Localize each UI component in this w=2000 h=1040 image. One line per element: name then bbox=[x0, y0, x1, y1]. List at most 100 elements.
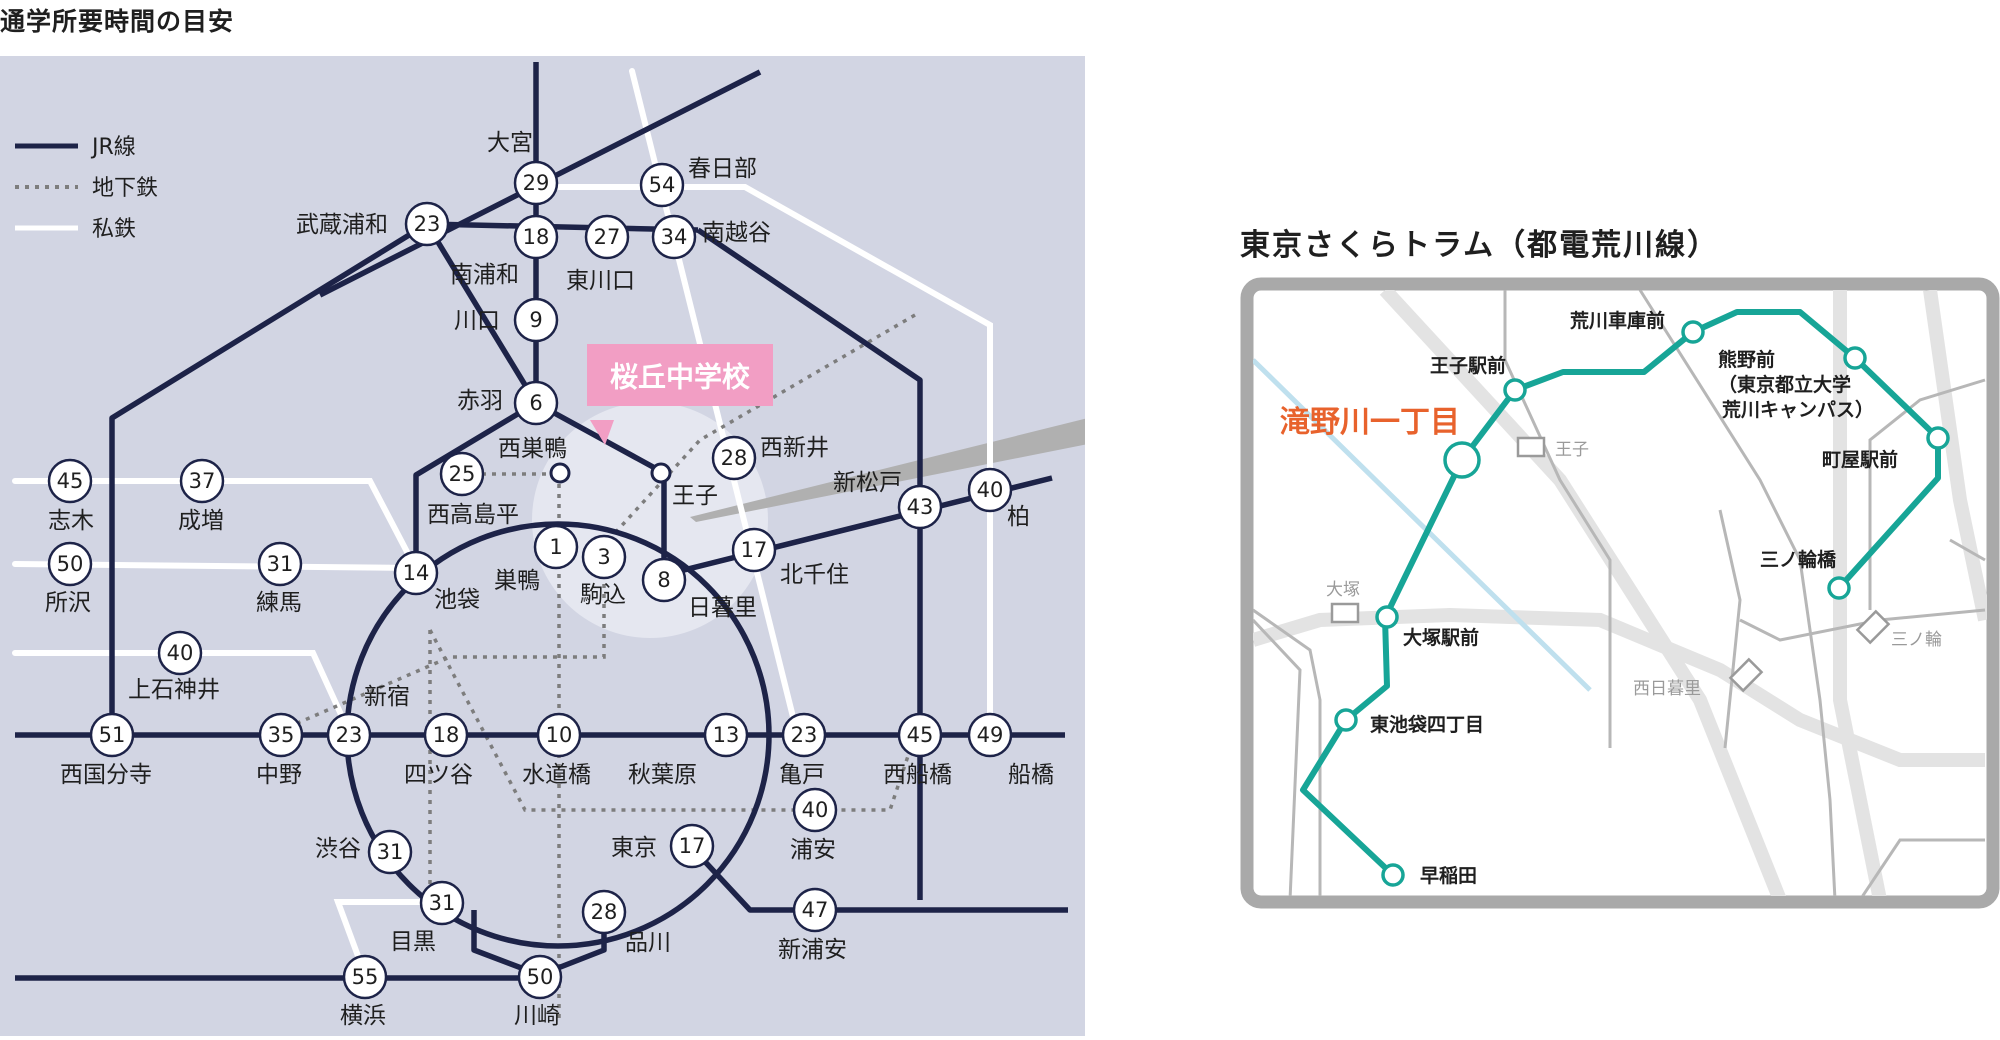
label-kashiwa: 柏 bbox=[1007, 504, 1030, 530]
school-callout-box bbox=[587, 344, 773, 406]
svg-text:45: 45 bbox=[57, 469, 84, 493]
ref-label-otsuka: 大塚 bbox=[1326, 580, 1360, 600]
label-akihabara: 秋葉原 bbox=[628, 762, 697, 788]
marker-omiya: 29 bbox=[513, 160, 559, 206]
school-label: 桜丘中学校 bbox=[610, 361, 751, 394]
svg-text:27: 27 bbox=[594, 225, 621, 249]
svg-text:51: 51 bbox=[99, 723, 126, 747]
marker-minamikoshigaya: 34 bbox=[651, 214, 697, 260]
svg-text:31: 31 bbox=[429, 891, 456, 915]
tram-label-arakawashakomae: 荒川車庫前 bbox=[1570, 309, 1665, 332]
label-shibuya: 渋谷 bbox=[315, 836, 361, 862]
svg-text:49: 49 bbox=[977, 723, 1004, 747]
label-suidobashi: 水道橋 bbox=[522, 762, 591, 788]
marker-tokyo: 17 bbox=[669, 823, 715, 869]
tram-label-kumanomae-1: 熊野前 bbox=[1718, 348, 1775, 371]
svg-text:50: 50 bbox=[527, 965, 554, 989]
svg-text:55: 55 bbox=[352, 965, 379, 989]
marker-narimasu: 37 bbox=[179, 458, 225, 504]
tram-label-higashiikebukuro: 東池袋四丁目 bbox=[1370, 713, 1484, 736]
svg-text:8: 8 bbox=[657, 568, 670, 592]
svg-text:6: 6 bbox=[529, 391, 542, 415]
marker-kawasaki: 50 bbox=[517, 954, 563, 1000]
stop-waseda bbox=[1381, 863, 1405, 887]
marker-nerima: 31 bbox=[257, 541, 303, 587]
marker-funabashi: 49 bbox=[967, 712, 1013, 758]
tozai-line bbox=[428, 629, 917, 812]
jr-keiyo-line bbox=[693, 850, 1068, 913]
label-musashiurawa: 武蔵浦和 bbox=[296, 212, 388, 238]
marker-kawaguchi: 9 bbox=[513, 297, 559, 343]
stop-takinogawa bbox=[1443, 441, 1481, 479]
label-shiki: 志木 bbox=[48, 508, 94, 534]
svg-text:18: 18 bbox=[523, 225, 550, 249]
tram-label-kumanomae-2: （東京都立大学 bbox=[1718, 373, 1851, 396]
label-urayasu: 浦安 bbox=[790, 837, 836, 863]
svg-text:28: 28 bbox=[591, 900, 618, 924]
stop-otsukaekimae bbox=[1375, 605, 1399, 629]
marker-shinmatsudo: 43 bbox=[897, 484, 943, 530]
svg-text:29: 29 bbox=[523, 171, 550, 195]
label-nishitakashimadaira: 西高島平 bbox=[427, 502, 519, 528]
svg-text:40: 40 bbox=[167, 641, 194, 665]
marker-kamishakujii: 40 bbox=[157, 630, 203, 676]
stop-kumanomae bbox=[1843, 346, 1867, 370]
svg-text:31: 31 bbox=[377, 840, 404, 864]
jr-musashino-west bbox=[109, 221, 429, 735]
marker-ikebukuro: 14 bbox=[393, 550, 439, 596]
ref-label-oji: 王子 bbox=[1555, 440, 1589, 460]
stop-minowabashi bbox=[1827, 576, 1851, 600]
label-nishiarai: 西新井 bbox=[760, 435, 829, 461]
oji-station-box bbox=[1516, 436, 1546, 458]
oji-point bbox=[650, 462, 672, 484]
label-nerima: 練馬 bbox=[256, 590, 302, 616]
svg-text:31: 31 bbox=[267, 552, 294, 576]
label-tokyo: 東京 bbox=[611, 835, 657, 861]
legend-jr-label: JR線 bbox=[90, 135, 136, 160]
svg-text:47: 47 bbox=[802, 898, 829, 922]
marker-shiki: 45 bbox=[47, 458, 93, 504]
tram-label-otsukaekimae: 大塚駅前 bbox=[1403, 626, 1479, 649]
svg-text:14: 14 bbox=[403, 561, 430, 585]
tram-label-machiyaekimae: 町屋駅前 bbox=[1822, 448, 1898, 471]
stop-ojiekimae bbox=[1503, 378, 1527, 402]
jr-akabane-line bbox=[413, 400, 538, 573]
page-title: 通学所要時間の目安 bbox=[0, 7, 235, 36]
svg-text:23: 23 bbox=[336, 723, 363, 747]
nishisugamo-point bbox=[549, 462, 571, 484]
tram-map-title: 東京さくらトラム（都電荒川線） bbox=[1240, 228, 1720, 263]
svg-text:23: 23 bbox=[791, 723, 818, 747]
marker-suidobashi: 10 bbox=[536, 712, 582, 758]
stop-higashiikebukuro bbox=[1334, 708, 1358, 732]
jr-musashino-east bbox=[426, 221, 699, 233]
marker-akihabara: 13 bbox=[703, 712, 749, 758]
tram-inset-frame bbox=[1240, 277, 2000, 909]
label-kawasaki: 川崎 bbox=[514, 1003, 560, 1029]
svg-text:45: 45 bbox=[907, 723, 934, 747]
marker-meguro: 31 bbox=[419, 880, 465, 926]
tram-inset-map: 王子 大塚 西日暮里 三ノ輪 荒川車庫前 王子駅前 熊野前 （東京都立大学 荒川… bbox=[1253, 290, 1987, 896]
marker-nishitakashimadaira: 25 bbox=[439, 451, 485, 497]
label-ikebukuro: 池袋 bbox=[434, 587, 480, 613]
svg-text:25: 25 bbox=[449, 462, 476, 486]
label-minamiurawa: 南浦和 bbox=[450, 262, 519, 288]
marker-nishikokubunji: 51 bbox=[89, 712, 135, 758]
svg-text:3: 3 bbox=[597, 545, 610, 569]
nishinippori-station-box bbox=[1728, 657, 1764, 693]
label-yotsuya: 四ツ谷 bbox=[404, 762, 473, 788]
label-nippori: 日暮里 bbox=[688, 595, 757, 621]
svg-text:17: 17 bbox=[741, 538, 768, 562]
marker-nippori: 8 bbox=[641, 557, 687, 603]
ref-label-minowa: 三ノ輪 bbox=[1891, 630, 1942, 650]
tram-label-minowabashi: 三ノ輪橋 bbox=[1760, 548, 1837, 571]
svg-text:17: 17 bbox=[679, 834, 706, 858]
label-komagome: 駒込 bbox=[580, 582, 626, 608]
marker-higashikawaguchi: 27 bbox=[584, 214, 630, 260]
marker-yokohama: 55 bbox=[342, 954, 388, 1000]
label-kasukabe: 春日部 bbox=[688, 156, 757, 182]
marker-sugamo: 1 bbox=[533, 524, 579, 570]
label-yokohama: 横浜 bbox=[340, 1003, 386, 1029]
marker-shinjuku: 23 bbox=[326, 712, 372, 758]
label-nishikokubunji: 西国分寺 bbox=[60, 762, 152, 788]
